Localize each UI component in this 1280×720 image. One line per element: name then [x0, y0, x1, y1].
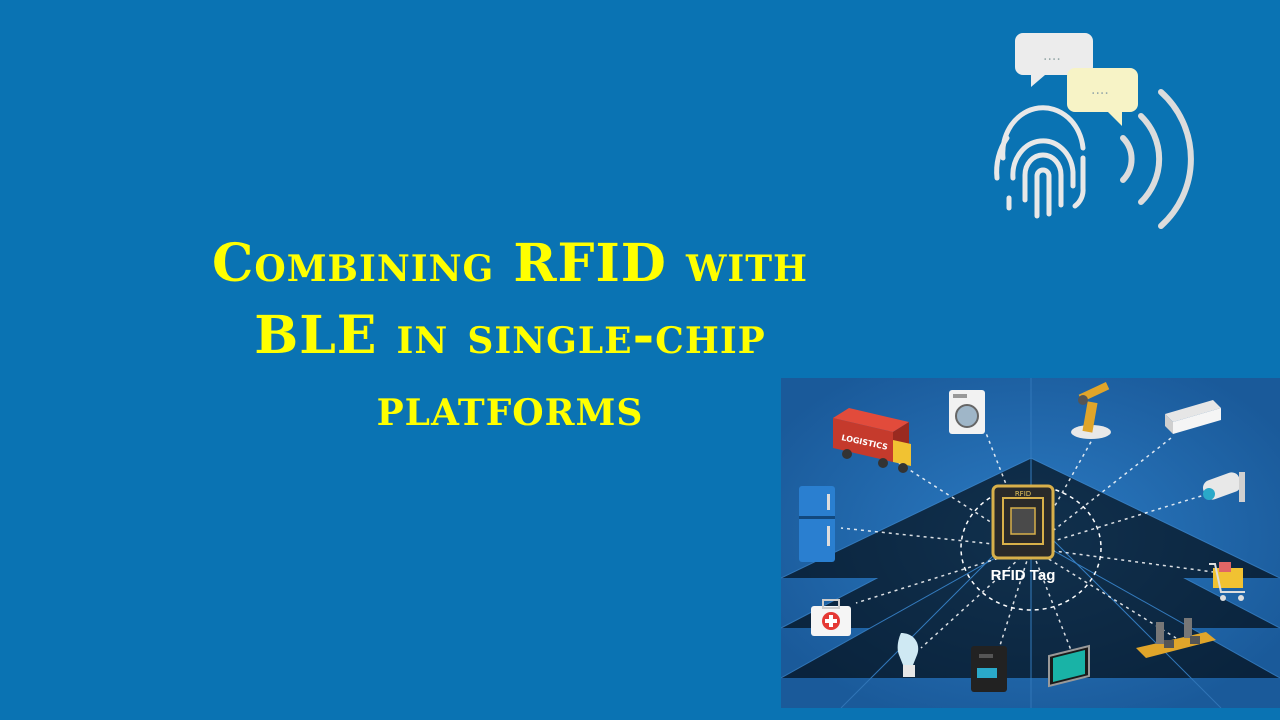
rfid-network-diagram: RFID RFID Tag LOGISTICS [781, 378, 1280, 708]
fingerprint-signal-icon: .... .... [994, 33, 1194, 229]
center-ring [960, 485, 1102, 611]
rfid-chip-icon: RFID [991, 484, 1055, 560]
fingerprint-icon [994, 105, 1086, 219]
title-line-1: Combining RFID with [211, 233, 809, 294]
svg-text:....: .... [1091, 82, 1109, 98]
light-bulb-icon [897, 633, 919, 677]
center-label: RFID Tag [991, 567, 1056, 584]
air-conditioner-icon [1165, 400, 1221, 434]
washing-machine-icon [949, 390, 985, 434]
slide-title: Combining RFID with BLE in single-chip p… [60, 228, 960, 444]
signal-wave-icon [1120, 89, 1194, 229]
svg-text:....: .... [1043, 48, 1061, 64]
coffee-machine-icon [971, 646, 1007, 692]
refrigerator-icon [799, 486, 835, 562]
title-line-3: platforms [376, 377, 644, 438]
truck-icon: LOGISTICS [833, 408, 911, 473]
title-line-2: BLE in single-chip [254, 305, 766, 366]
first-aid-kit-icon [811, 599, 851, 636]
robot-arm-icon [1071, 382, 1111, 439]
speech-bubble-icon: .... [1067, 68, 1138, 126]
shopping-cart-icon [1209, 562, 1245, 601]
security-camera-icon [1202, 472, 1245, 502]
monitor-icon [1048, 644, 1090, 688]
chip-caption: RFID [1015, 490, 1031, 498]
assembly-line-icon [1136, 618, 1216, 658]
